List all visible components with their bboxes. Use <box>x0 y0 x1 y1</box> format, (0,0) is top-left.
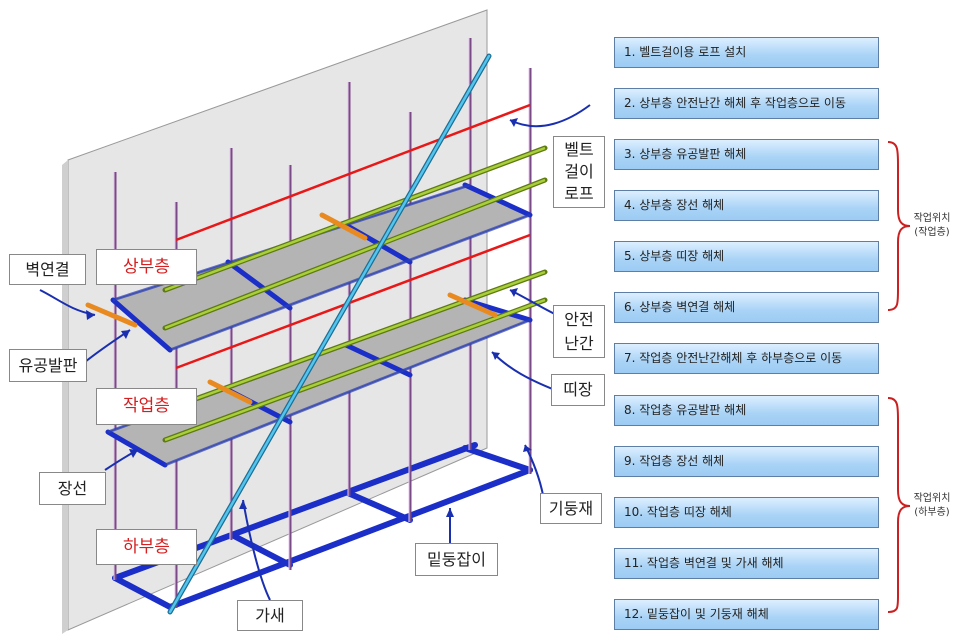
label-guardrail: 안전 난간 <box>553 305 605 358</box>
label-ledger: 장선 <box>39 472 106 505</box>
label-brace: 가새 <box>237 600 303 631</box>
label-upper-layer: 상부층 <box>96 249 197 285</box>
step-item: 10. 작업층 띠장 해체 <box>614 497 879 528</box>
note-lower-work-position: 작업위치 (하부층) <box>902 492 962 520</box>
label-wall-tie: 벽연결 <box>9 254 86 285</box>
step-item: 4. 상부층 장선 해체 <box>614 190 879 221</box>
label-guardrail-line1: 안전 <box>564 310 594 329</box>
note-lower-line2: (하부층) <box>914 507 950 518</box>
step-item: 2. 상부층 안전난간 해체 후 작업층으로 이동 <box>614 88 879 119</box>
note-upper-line1: 작업위치 <box>913 213 951 224</box>
wall-ties <box>85 212 498 405</box>
label-belt-rope-line1: 벨트 <box>564 140 594 159</box>
wall-edge <box>62 160 68 634</box>
step-item: 9. 작업층 장선 해체 <box>614 446 879 477</box>
step-item: 8. 작업층 유공발판 해체 <box>614 395 879 426</box>
step-item: 1. 벨트걸이용 로프 설치 <box>614 37 879 68</box>
arrow-heads <box>86 118 532 517</box>
label-lower-layer: 하부층 <box>96 529 197 565</box>
label-toeboard: 띠장 <box>551 374 605 406</box>
step-item: 11. 작업층 벽연결 및 가새 해체 <box>614 548 879 579</box>
step-item: 5. 상부층 띠장 해체 <box>614 241 879 272</box>
step-item: 3. 상부층 유공발판 해체 <box>614 139 879 170</box>
label-belt-rope-line2: 걸이 <box>564 162 594 181</box>
label-guardrail-line2: 난간 <box>564 334 594 353</box>
note-upper-work-position: 작업위치 (작업층) <box>902 212 962 240</box>
note-lower-line1: 작업위치 <box>913 493 951 504</box>
label-work-layer: 작업층 <box>96 388 197 425</box>
label-belt-rope: 벨트 걸이 로프 <box>553 136 605 208</box>
step-item: 12. 밑둥잡이 및 기둥재 해체 <box>614 599 879 630</box>
guardrails <box>175 103 531 370</box>
label-base-frame: 밑둥잡이 <box>415 543 498 576</box>
step-item: 6. 상부층 벽연결 해체 <box>614 292 879 323</box>
label-platform: 유공발판 <box>9 349 87 382</box>
step-item: 7. 작업층 안전난간해체 후 하부층으로 이동 <box>614 343 879 374</box>
label-belt-rope-line3: 로프 <box>564 184 594 203</box>
bracket-lower <box>887 397 911 613</box>
note-upper-line2: (작업층) <box>914 227 950 238</box>
bracket-upper <box>887 141 911 311</box>
label-post: 기둥재 <box>540 493 602 524</box>
